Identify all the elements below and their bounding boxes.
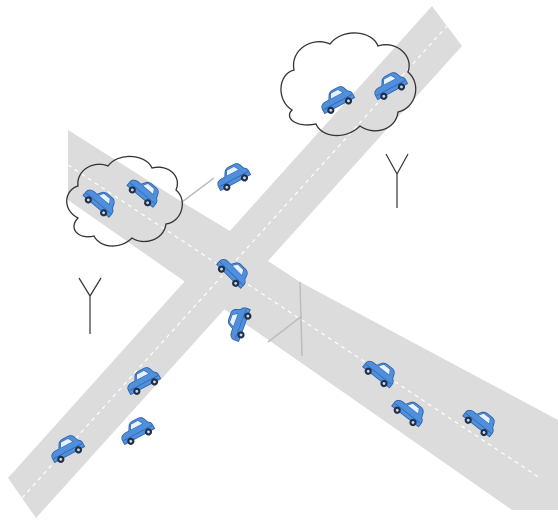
roads — [8, 6, 558, 518]
antenna-icon — [79, 278, 101, 334]
antenna-icon — [386, 154, 408, 208]
stop-line-upper — [182, 178, 214, 202]
car-icon — [213, 160, 253, 194]
